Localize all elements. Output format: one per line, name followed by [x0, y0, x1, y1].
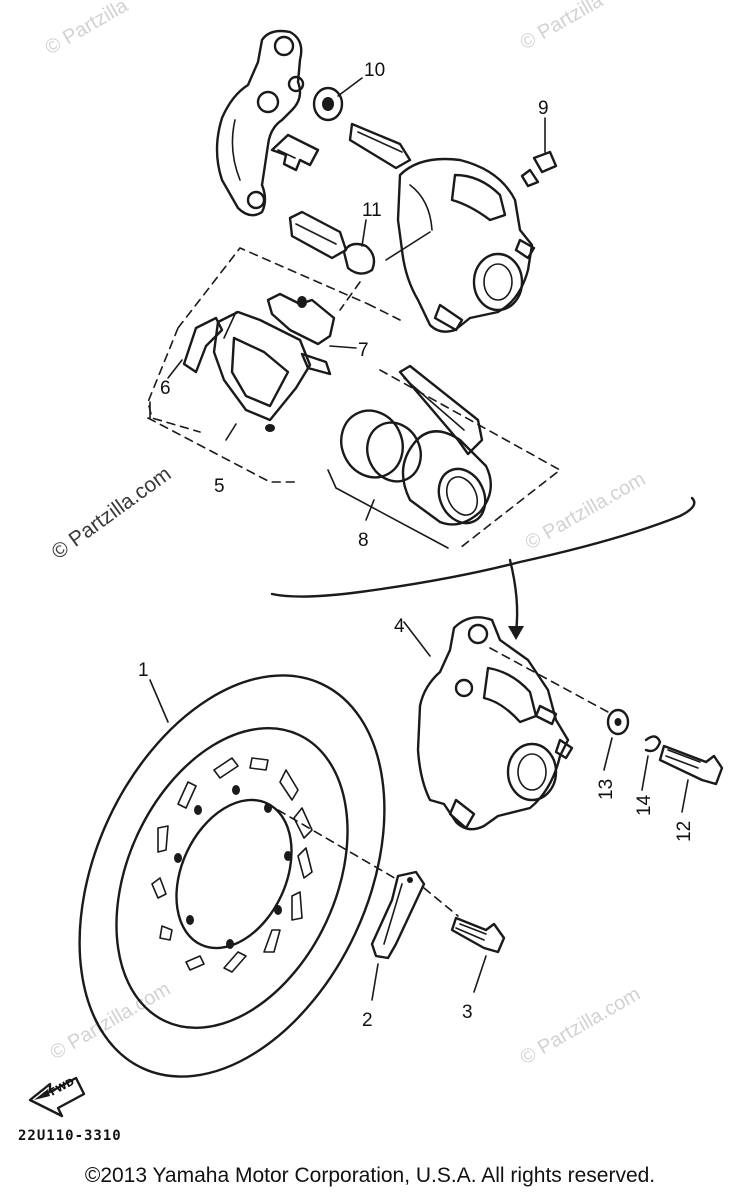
callout-7[interactable]: 7 — [358, 340, 369, 361]
watermark-top-right: © Partzilla — [517, 0, 608, 54]
watermark-bottom-left: © Partzilla.com — [47, 978, 175, 1064]
callout-11[interactable]: 11 — [362, 200, 382, 221]
callout-9[interactable]: 9 — [538, 98, 549, 119]
part-callouts: 10 9 11 7 6 5 8 4 1 13 14 12 2 3 — [138, 60, 695, 1031]
part-7-pad-support — [266, 292, 357, 376]
callout-2[interactable]: 2 — [362, 1010, 373, 1031]
part-9-bleed-valve — [520, 117, 558, 188]
part-8-piston-seals — [327, 369, 561, 549]
callout-13[interactable]: 13 — [596, 779, 617, 800]
part-4-caliper-assembly — [403, 616, 609, 831]
watermark-bottom-right: © Partzilla.com — [517, 983, 645, 1069]
caliper-mounting-hardware — [603, 708, 724, 813]
copyright-notice: ©2013 Yamaha Motor Corporation, U.S.A. A… — [84, 1164, 656, 1187]
diagram-code: 22U110-3310 — [18, 1128, 122, 1144]
callout-3[interactable]: 3 — [462, 1002, 473, 1023]
callout-8[interactable]: 8 — [358, 530, 369, 551]
watermark-left-dark: © Partzilla.com — [47, 462, 175, 564]
leader-lines — [225, 77, 375, 521]
watermark-mid-right: © Partzilla.com — [522, 468, 650, 554]
forward-direction-arrow: FWD — [28, 1077, 86, 1118]
caliper-body-upper — [396, 157, 536, 333]
callout-5[interactable]: 5 — [214, 476, 225, 497]
callout-12[interactable]: 12 — [674, 821, 695, 842]
part-5-brake-pads — [212, 310, 312, 432]
disc-bolt-hardware — [370, 870, 506, 1001]
pad-spring — [270, 133, 320, 172]
part-1-brake-disc — [78, 674, 399, 1078]
pad-group-frame — [147, 247, 401, 483]
callout-4[interactable]: 4 — [394, 616, 405, 637]
caliper-bracket-upper — [215, 29, 305, 217]
callout-10[interactable]: 10 — [364, 60, 385, 81]
callout-6[interactable]: 6 — [160, 378, 171, 399]
part-10-boot — [312, 86, 412, 170]
watermark-top-left: © Partzilla — [42, 0, 133, 59]
pad-pin — [398, 364, 484, 456]
assembly-arrow — [270, 496, 696, 640]
watermarks: © Partzilla © Partzilla © Partzilla.com … — [42, 0, 650, 1069]
part-6-shim — [167, 316, 224, 379]
callout-1[interactable]: 1 — [138, 660, 149, 681]
part-11-slide-pin — [288, 210, 431, 275]
callout-14[interactable]: 14 — [634, 794, 655, 816]
